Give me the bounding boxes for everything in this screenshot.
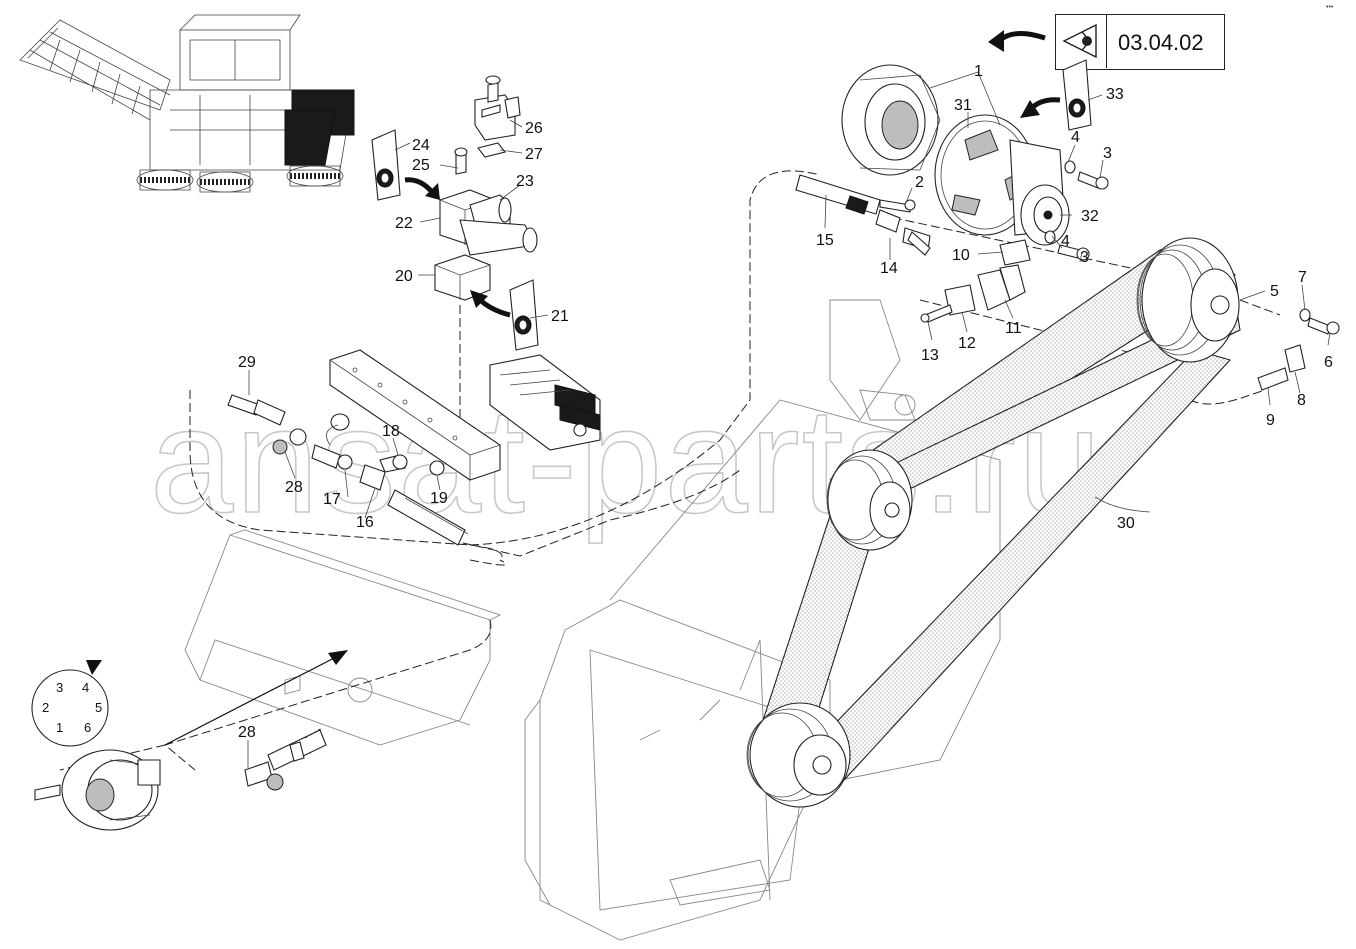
hose-15 — [795, 174, 931, 256]
callout-14: 14 — [880, 260, 898, 277]
clutch-housing — [841, 64, 941, 176]
callout-32: 32 — [1081, 208, 1099, 225]
callout-19: 19 — [430, 490, 448, 507]
callout-17: 17 — [323, 491, 341, 508]
callout-18: 18 — [382, 423, 400, 440]
callout-13: 13 — [921, 347, 939, 364]
callout-27: 27 — [525, 146, 543, 163]
callout-31: 31 — [954, 97, 972, 114]
bracket-parts — [879, 160, 1109, 323]
eye-icon — [1056, 15, 1107, 68]
callout-6: 6 — [1324, 354, 1333, 371]
callout-8: 8 — [1297, 392, 1306, 409]
callout-4: 4 — [1071, 129, 1080, 146]
callout-29: 29 — [238, 354, 256, 371]
hose-28-lower — [244, 727, 327, 791]
callout-15: 15 — [816, 232, 834, 249]
detail-card-24 — [371, 129, 401, 201]
callout-3: 3 — [1080, 249, 1089, 266]
routing-lines — [59, 170, 1281, 771]
callout-1: 1 — [974, 63, 983, 80]
callout-23: 23 — [516, 173, 534, 190]
reference-code: 03.04.02 — [1118, 30, 1204, 55]
callout-3: 3 — [1103, 145, 1112, 162]
detail-card-21 — [509, 279, 539, 351]
callout-21: 21 — [551, 308, 569, 325]
callout-9: 9 — [1266, 412, 1275, 429]
valve-block-group — [434, 75, 538, 301]
callout-7: 7 — [1298, 269, 1307, 286]
callout-28: 28 — [238, 724, 256, 741]
callout-28: 28 — [285, 479, 303, 496]
pin-5: 5 — [95, 700, 102, 715]
callout-30: 30 — [1117, 515, 1135, 532]
corner-mark: ••• — [1326, 4, 1334, 11]
callout-12: 12 — [958, 335, 976, 352]
direction-arrows — [86, 30, 1061, 746]
connector-housing — [34, 749, 161, 831]
callout-4: 4 — [1061, 233, 1070, 250]
callout-25: 25 — [412, 157, 430, 174]
callout-24: 24 — [412, 137, 430, 154]
hose-fittings-left — [227, 394, 469, 546]
right-fittings — [1257, 308, 1340, 391]
callout-16: 16 — [356, 514, 374, 531]
valve-stack — [489, 354, 601, 451]
leader-lines — [247, 71, 1331, 768]
pin-6: 6 — [84, 720, 91, 735]
manifold-block — [329, 349, 501, 481]
pin-1: 1 — [56, 720, 63, 735]
callout-22: 22 — [395, 215, 413, 232]
pin-4: 4 — [82, 680, 89, 695]
callout-33: 33 — [1106, 86, 1124, 103]
callout-20: 20 — [395, 268, 413, 285]
machine-overview — [19, 14, 355, 193]
ghost-frame — [184, 299, 1001, 941]
detail-card-33 — [1062, 59, 1092, 131]
gearbox-housing — [934, 114, 1070, 246]
callout-10: 10 — [952, 247, 970, 264]
upper-right-pulley — [1136, 237, 1240, 363]
connector-face — [31, 669, 109, 747]
callout-2: 2 — [915, 174, 924, 191]
callout-11: 11 — [1005, 320, 1022, 337]
pin-2: 2 — [42, 700, 49, 715]
connector-pin-labels: 1 2 3 4 5 6 — [42, 680, 102, 735]
callout-labels: 1 2 3 3 4 4 5 6 7 8 9 10 11 12 13 14 15 … — [238, 63, 1333, 741]
pin-3: 3 — [56, 680, 63, 695]
lower-pulley — [746, 702, 851, 808]
callout-26: 26 — [525, 120, 543, 137]
callout-5: 5 — [1270, 283, 1279, 300]
middle-pulley — [826, 449, 913, 551]
